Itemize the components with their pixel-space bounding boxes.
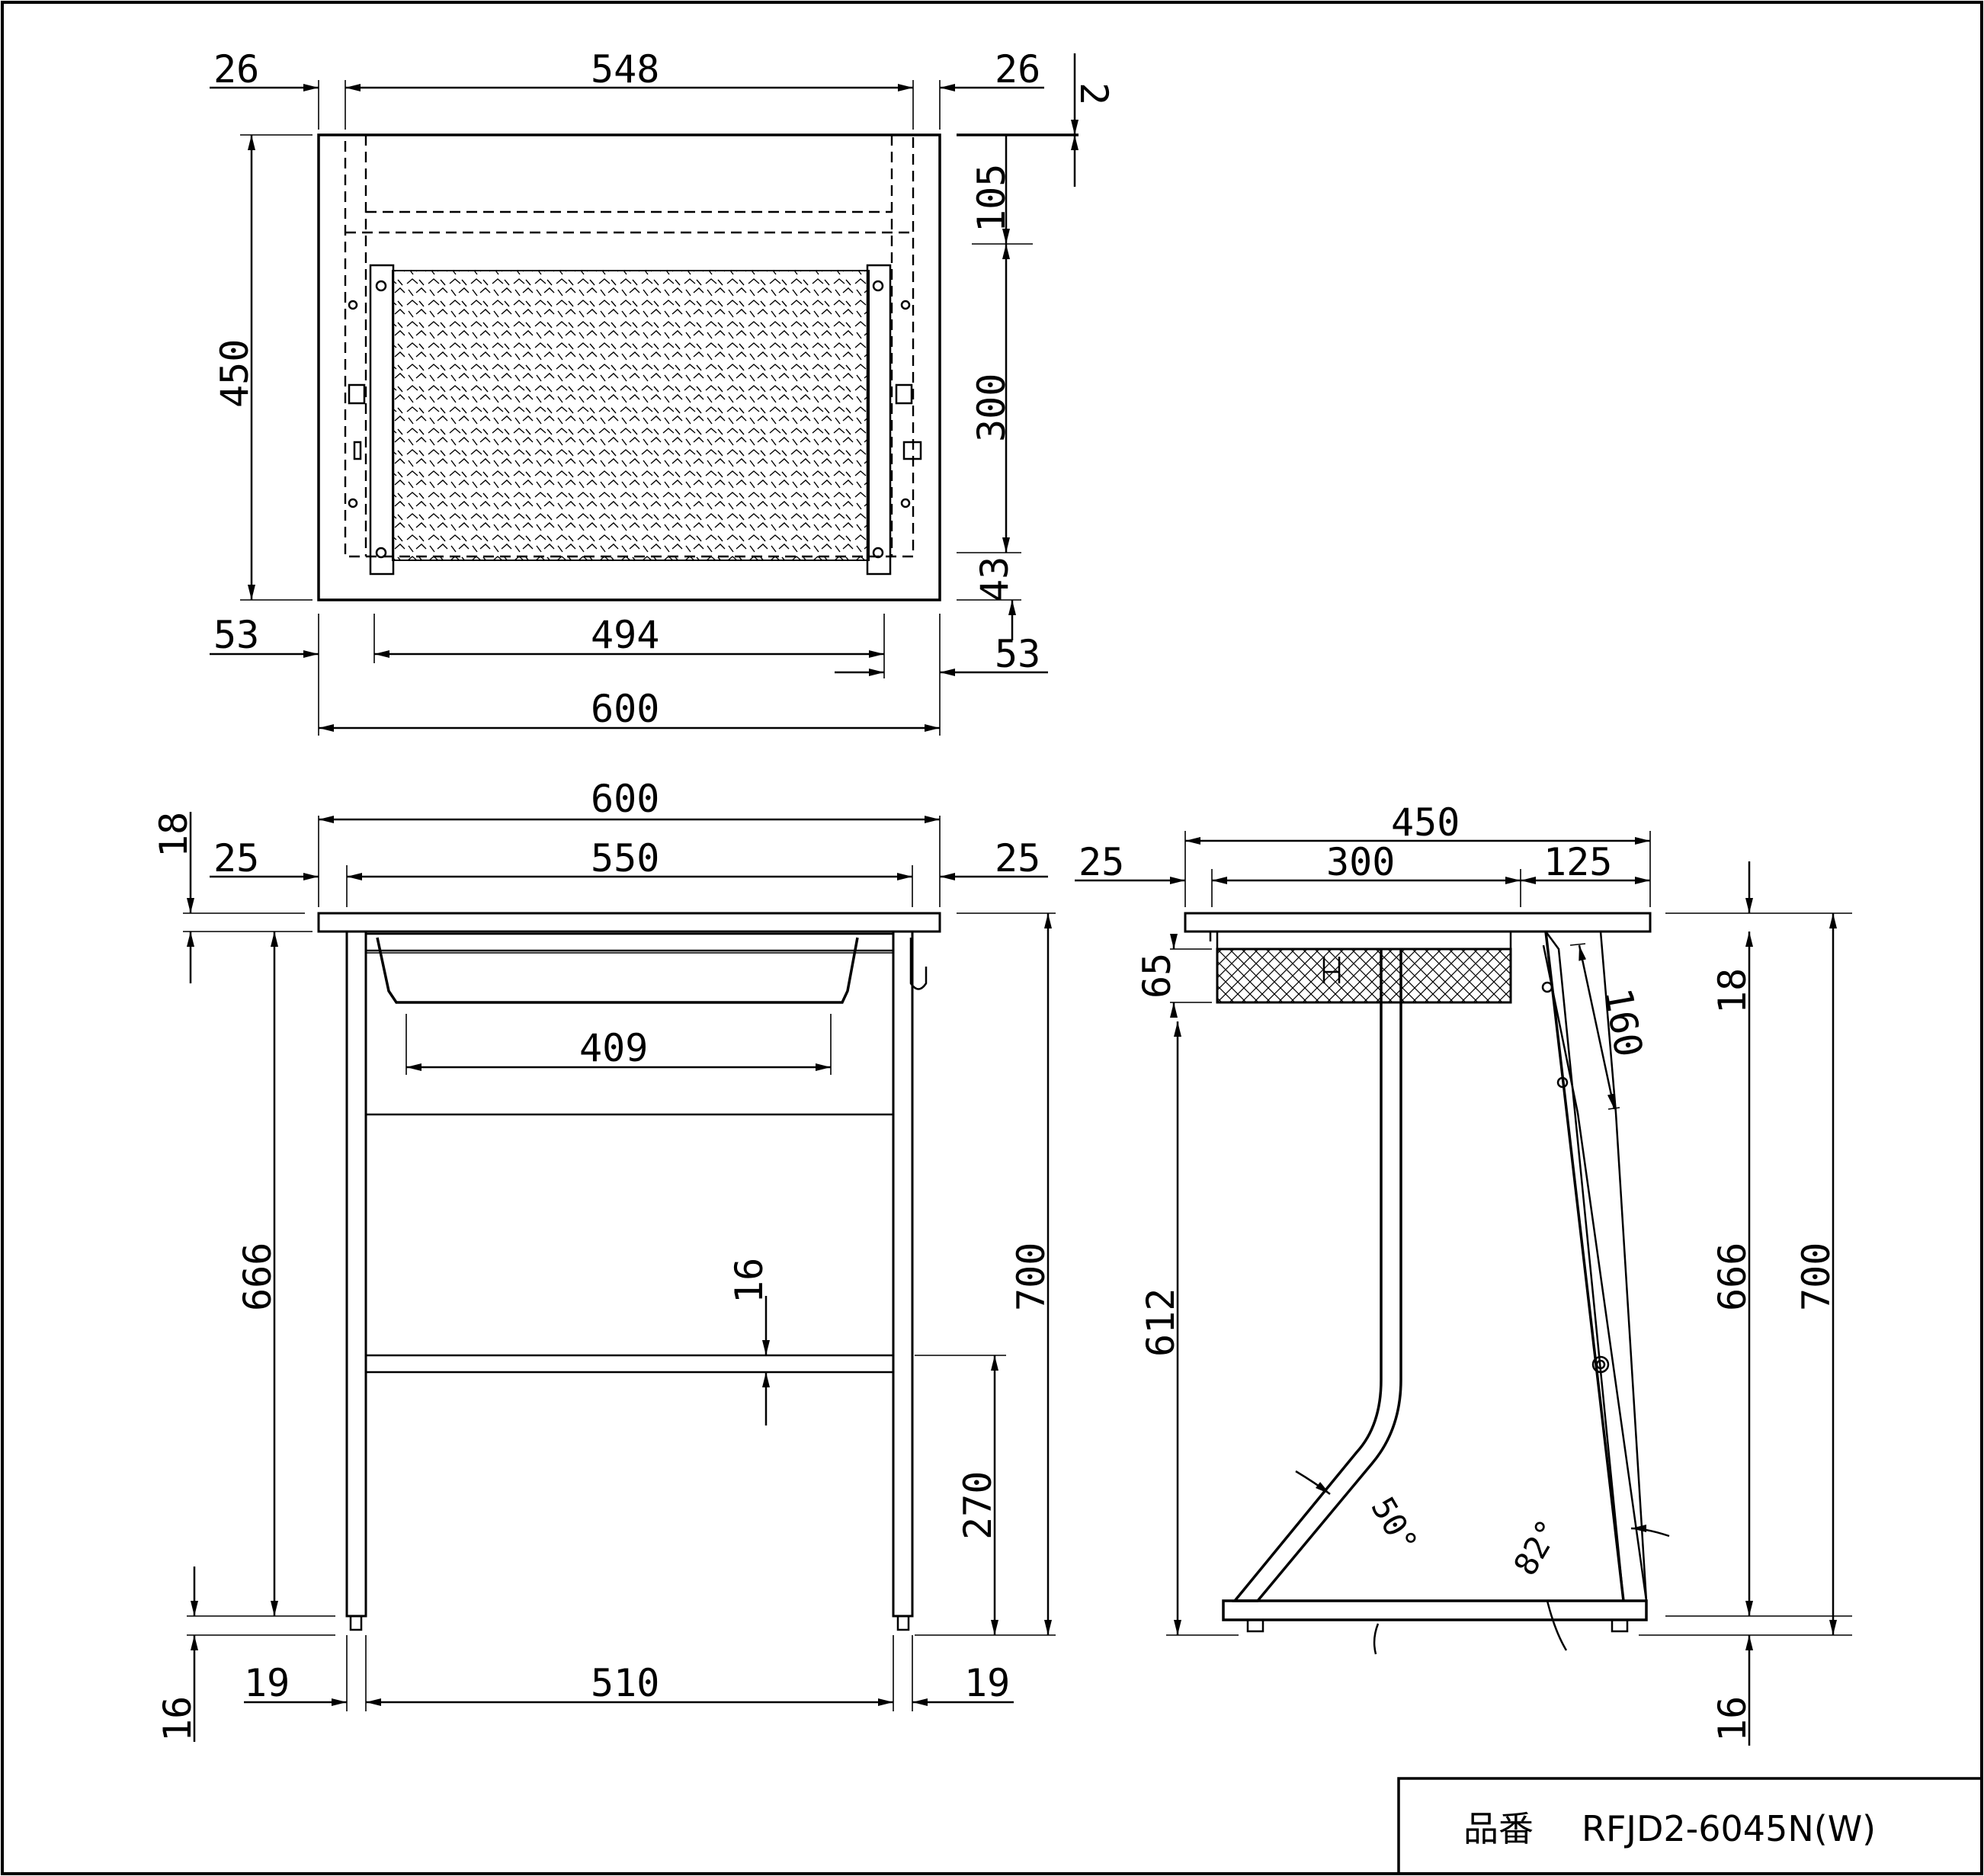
side-view-basket — [1216, 948, 1512, 1004]
dim-side-basket-height: 65 — [1135, 953, 1179, 999]
dim-front-top-thickness: 18 — [152, 812, 196, 858]
dim-front-left-overhang: 25 — [213, 836, 259, 880]
dim-front-left-foot: 19 — [244, 1661, 290, 1705]
dim-side-front-overhang: 25 — [1079, 840, 1124, 884]
dim-side-total-height: 700 — [1794, 1243, 1838, 1311]
dim-top-inner-width: 548 — [591, 47, 659, 91]
front-view-basket — [376, 937, 859, 1004]
dim-top-basket-depth: 300 — [970, 374, 1014, 442]
dim-top-right-margin: 26 — [995, 47, 1040, 91]
dim-top-leg-span: 494 — [591, 613, 659, 657]
top-view-basket-mesh — [392, 270, 870, 561]
dim-top-total-width: 600 — [591, 687, 659, 731]
dim-top-rear-offset: 43 — [973, 556, 1017, 602]
dim-front-total-height: 700 — [1009, 1243, 1053, 1311]
dim-front-frame-width: 550 — [591, 836, 659, 880]
dim-front-right-overhang: 25 — [995, 836, 1040, 880]
front-view-tabletop — [317, 912, 941, 933]
dim-front-right-foot: 19 — [964, 1661, 1010, 1705]
angle-side-front: 50° — [1364, 1491, 1425, 1560]
dim-front-total-width: 600 — [591, 777, 659, 821]
dim-top-depth: 450 — [213, 339, 257, 408]
title-block: 品番 RFJD2-6045N(W) — [1397, 1777, 1982, 1874]
top-view-frame-hidden — [344, 133, 915, 558]
dim-side-clearance: 612 — [1139, 1288, 1183, 1357]
front-view-shelf-bar — [364, 1354, 895, 1374]
angle-side-rear: 82° — [1506, 1513, 1567, 1582]
top-view-outline — [317, 133, 941, 601]
front-view-left-leg — [345, 930, 367, 1618]
dim-top-left-margin: 26 — [213, 47, 259, 91]
side-view: 450 25 300 125 65 612 160 18 666 16 — [1075, 800, 1852, 1746]
top-view: 26 548 26 2 450 105 300 43 53 494 53 — [210, 47, 1116, 736]
dim-side-total-depth: 450 — [1391, 800, 1460, 845]
dim-side-basket-depth: 300 — [1326, 840, 1395, 884]
dim-front-shelf-height: 270 — [956, 1471, 1000, 1540]
side-view-base — [1222, 1599, 1648, 1621]
dim-top-bottom-right: 53 — [995, 632, 1040, 676]
front-view-right-leg — [892, 930, 914, 1618]
dim-front-leg-height: 666 — [236, 1243, 280, 1311]
dim-side-rear-bracket: 160 — [1595, 985, 1651, 1060]
dim-front-basket-width: 409 — [579, 1026, 648, 1070]
dim-side-top-thickness: 18 — [1710, 968, 1755, 1014]
part-number: RFJD2-6045N(W) — [1582, 1808, 1876, 1849]
dim-side-frame-height: 666 — [1710, 1243, 1755, 1311]
dim-side-foot-height: 16 — [1710, 1696, 1755, 1742]
dim-front-foot-height: 16 — [155, 1696, 200, 1742]
front-view: 600 25 550 25 18 409 666 16 700 — [152, 777, 1056, 1742]
dim-front-shelf-bar: 16 — [727, 1258, 771, 1304]
dim-side-rear-depth: 125 — [1543, 840, 1612, 884]
dim-top-bottom-left: 53 — [213, 613, 259, 657]
part-number-label: 品番 — [1463, 1808, 1534, 1849]
side-view-tabletop — [1184, 912, 1652, 933]
dim-front-foot-span: 510 — [591, 1661, 659, 1705]
dim-top-offset-small: 2 — [1072, 82, 1116, 105]
dim-top-front-offset: 105 — [970, 164, 1014, 232]
front-view-hook — [909, 938, 928, 990]
